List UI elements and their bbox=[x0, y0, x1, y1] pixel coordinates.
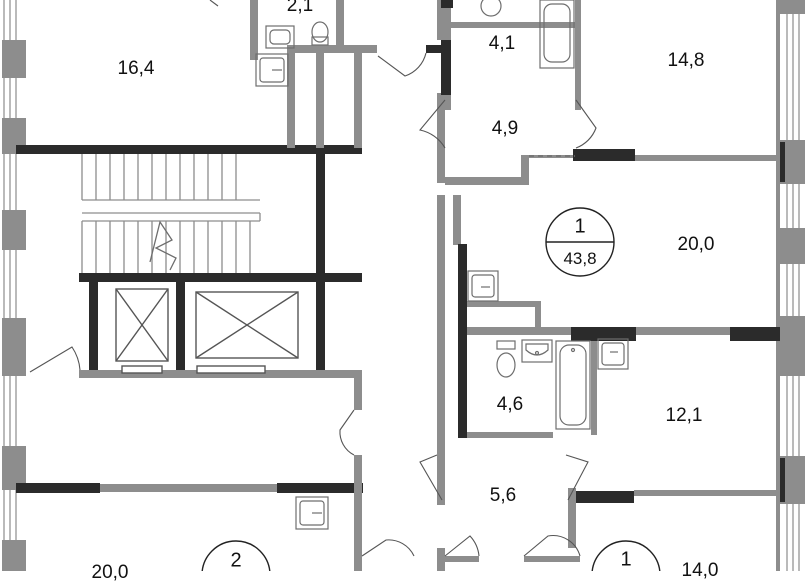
room-area-5-6: 5,6 bbox=[489, 485, 517, 506]
sink-icon bbox=[467, 270, 499, 302]
apartment-number-1-bottom: 1 bbox=[620, 548, 632, 571]
apartment-total-area: 43,8 bbox=[563, 249, 597, 268]
elevator-icon bbox=[115, 288, 169, 374]
core-walls bbox=[16, 145, 363, 493]
apartment-number-2: 2 bbox=[230, 549, 242, 572]
sink-icon bbox=[295, 496, 329, 530]
room-area-16-4: 16,4 bbox=[117, 58, 155, 79]
apartment-badge-1-bottom bbox=[591, 540, 661, 571]
room-area-14-0: 14,0 bbox=[681, 560, 719, 581]
room-area-12-1: 12,1 bbox=[665, 405, 703, 426]
sink-icon bbox=[265, 25, 295, 49]
toilet-icon bbox=[496, 340, 516, 378]
elevator-icon bbox=[195, 291, 299, 374]
toilet-icon bbox=[311, 21, 329, 46]
door-swing-icon bbox=[29, 0, 597, 557]
room-area-4-6: 4,6 bbox=[496, 394, 524, 415]
room-area-20-0-bottom: 20,0 bbox=[91, 562, 129, 583]
room-area-14-8: 14,8 bbox=[667, 50, 705, 71]
bathtub-icon bbox=[539, 0, 575, 69]
sink-icon bbox=[255, 53, 289, 87]
exterior-wall-left bbox=[2, 40, 26, 571]
room-area-20-0: 20,0 bbox=[677, 234, 715, 255]
partition-walls bbox=[79, 0, 780, 571]
sink-icon bbox=[521, 339, 553, 363]
bathtub-icon bbox=[555, 340, 591, 430]
room-area-4-9: 4,9 bbox=[491, 118, 519, 139]
apartment-walls-dark bbox=[426, 0, 780, 503]
room-area-2-1: 2,1 bbox=[286, 0, 314, 16]
apartment-badge-2 bbox=[201, 540, 271, 571]
apartment-badge-1 bbox=[545, 207, 615, 277]
staircase-icon bbox=[81, 154, 261, 273]
sink-icon bbox=[597, 338, 629, 370]
apartment-number: 1 bbox=[574, 215, 586, 238]
room-area-4-1: 4,1 bbox=[488, 33, 516, 54]
toilet-icon bbox=[480, 0, 502, 17]
floor-plan bbox=[2, 0, 805, 571]
